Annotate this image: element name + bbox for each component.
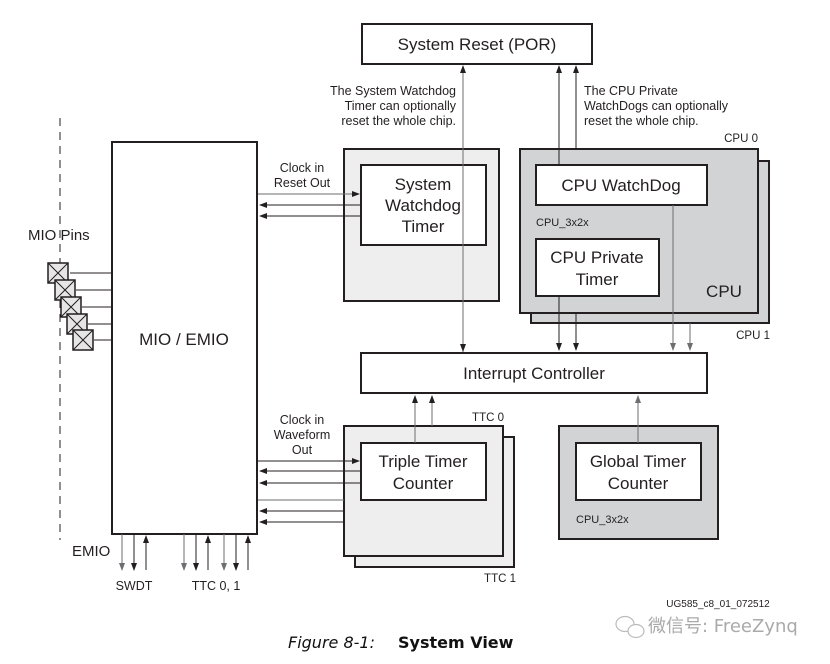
cpu-watchdog-label: CPU WatchDog (561, 176, 680, 195)
global-timer-block (575, 442, 702, 501)
swdt-emio-label: SWDT (116, 579, 153, 593)
caption-number: Figure 8-1: (288, 633, 375, 652)
global-timer-label: Global Timer (590, 452, 687, 471)
mio-emio-block (111, 141, 258, 535)
swdt-signal-label: Reset Out (274, 176, 331, 190)
swdt-note-line: Timer can optionally (345, 99, 457, 113)
swdt-note-line: The System Watchdog (330, 84, 456, 98)
caption-title: System View (398, 633, 514, 652)
wechat-icon (615, 615, 645, 639)
global-timer-label: Counter (608, 474, 669, 493)
ttc-label-line: Triple Timer (378, 452, 467, 471)
cpu-wdt-note-line: WatchDogs can optionally (584, 99, 729, 113)
cpu-clock-label: CPU_3x2x (536, 217, 589, 229)
swdt-label-line: Watchdog (385, 196, 461, 215)
interrupt-controller-block (360, 352, 708, 394)
mio-emio-label: MIO / EMIO (139, 330, 229, 349)
mio-pin (47, 262, 112, 284)
cpu-watchdog-block (535, 164, 708, 206)
swdt-label-line: Timer (402, 217, 445, 236)
cpu-wdt-note-line: reset the whole chip. (584, 114, 699, 128)
ttc0-label: TTC 0 (472, 412, 504, 424)
cpu1-label: CPU 1 (736, 330, 770, 342)
watermark: 微信号: FreeZynq (648, 616, 798, 637)
cpu0-label: CPU 0 (724, 133, 758, 145)
emio-swdt-signals (119, 534, 149, 571)
cpu-wdt-note: The CPU Private WatchDogs can optionally… (584, 84, 729, 128)
swdt-note-line: reset the whole chip. (341, 114, 456, 128)
global-clock-label: CPU_3x2x (576, 514, 629, 526)
cpu-label: CPU (706, 282, 742, 301)
ttc-label-line: Counter (393, 474, 454, 493)
ttc-block (360, 442, 487, 501)
system-reset-block (361, 23, 593, 65)
swdt-block (360, 164, 487, 246)
ttc-signal-label: Out (292, 443, 313, 457)
cpu-wdt-note-line: The CPU Private (584, 84, 678, 98)
cpu-private-timer-label: CPU Private (550, 248, 644, 267)
interrupt-controller-label: Interrupt Controller (463, 364, 605, 383)
ttc-emio-label: TTC 0, 1 (192, 579, 241, 593)
ttc-signal-label: Waveform (274, 428, 331, 442)
swdt-note: The System Watchdog Timer can optionally… (330, 84, 457, 128)
mio-pin (54, 279, 112, 301)
cpu-private-timer-block (535, 238, 660, 297)
mio-pin (72, 329, 112, 351)
swdt-signal-label: Clock in (280, 161, 325, 175)
swdt-label-line: System (395, 175, 452, 194)
mio-pins-label: MIO Pins (28, 227, 90, 244)
ttc1-label: TTC 1 (484, 573, 516, 585)
system-reset-label: System Reset (POR) (398, 35, 557, 54)
ttc-signal-label: Clock in (280, 413, 325, 427)
mio-pin (60, 296, 112, 318)
emio-label: EMIO (72, 543, 110, 560)
mio-pins (47, 262, 112, 351)
cpu-private-timer-label: Timer (576, 270, 619, 289)
doc-id: UG585_c8_01_072512 (666, 599, 770, 610)
emio-ttc-signals (181, 534, 251, 571)
